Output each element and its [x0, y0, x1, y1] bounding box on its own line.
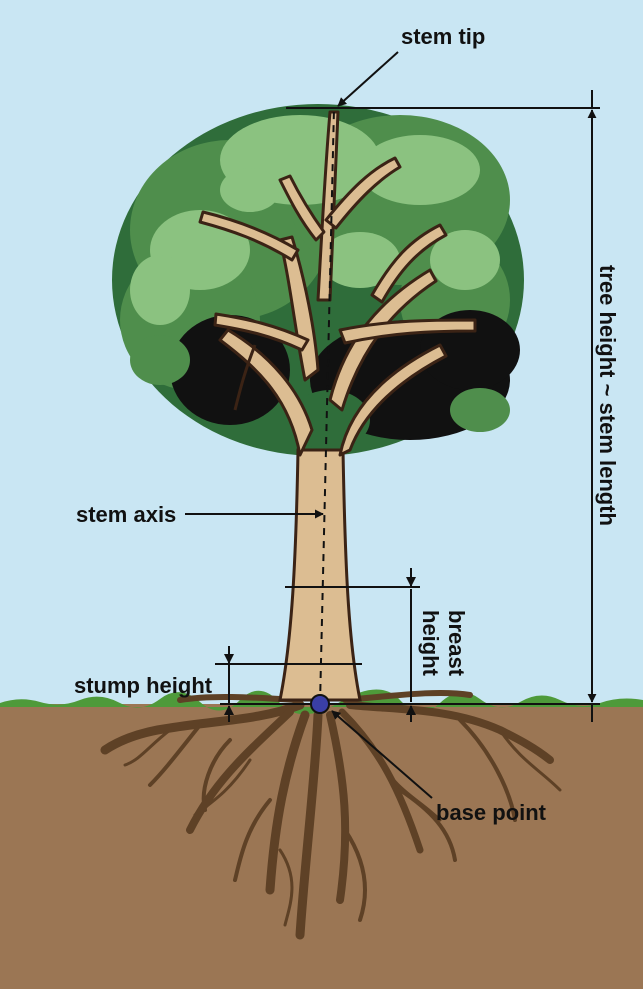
roots: [100, 689, 562, 940]
breast-height-label-line1: breast: [444, 610, 469, 677]
stump-height-label: stump height: [74, 673, 213, 698]
base-point-label: base point: [436, 800, 547, 825]
soil: [0, 704, 643, 989]
base-point-pointer: [331, 710, 433, 799]
stem-axis-label: stem axis: [76, 502, 176, 527]
stem-axis-line: [319, 107, 335, 705]
stem-tip-label: stem tip: [401, 24, 485, 49]
stem-tip-pointer: [337, 51, 399, 107]
base-point-icon: [310, 694, 330, 714]
trunk: [198, 110, 477, 702]
breast-height-label-line2: height: [418, 610, 443, 677]
tree-height-label: tree height ~ stem length: [595, 265, 620, 526]
